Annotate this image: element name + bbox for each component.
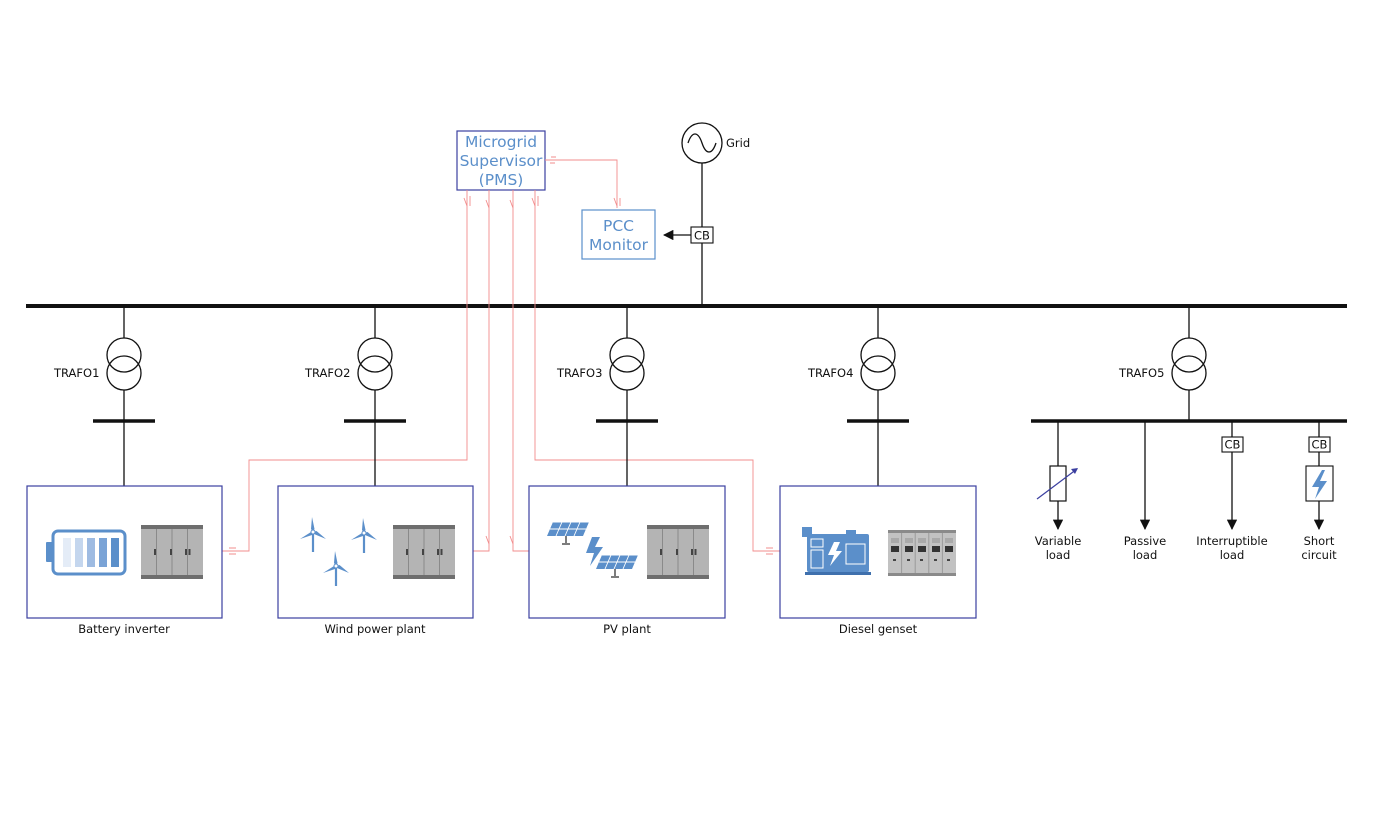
feeder-3: TRAFO3	[556, 306, 658, 486]
unit-label-battery: Battery inverter	[78, 622, 170, 636]
inverter-cabinet-icon	[646, 524, 710, 580]
interruptible-load[interactable]: CB Interruptible load	[1196, 421, 1268, 562]
feeder-1: TRAFO1	[53, 306, 155, 486]
switchgear-icon	[888, 530, 956, 576]
inverter-cabinet-icon	[392, 524, 456, 580]
load-label-variable-2: load	[1046, 548, 1071, 562]
transformer-icon	[106, 337, 142, 373]
trafo1-label: TRAFO1	[53, 366, 99, 380]
supervisor-line1: Microgrid	[465, 133, 537, 151]
unit-label-pv: PV plant	[603, 622, 651, 636]
load-label-interruptible-1: Interruptible	[1196, 534, 1267, 548]
grid-label: Grid	[726, 136, 750, 150]
short-circuit[interactable]: CB Short circuit	[1301, 421, 1337, 562]
feeder-5: TRAFO5	[1031, 306, 1347, 423]
pv-plant-unit[interactable]: PV plant	[528, 485, 726, 636]
load-label-interruptible-2: load	[1220, 548, 1245, 562]
supervisor-line2: Supervisor	[460, 152, 543, 170]
trafo4-label: TRAFO4	[807, 366, 853, 380]
supervisor-line3: (PMS)	[479, 171, 524, 189]
lightning-icon	[1312, 470, 1327, 499]
diesel-generator-icon	[802, 527, 871, 575]
battery-icon	[46, 529, 127, 576]
lightning-icon	[586, 537, 603, 566]
load-label-passive-1: Passive	[1124, 534, 1167, 548]
passive-load[interactable]: Passive load	[1124, 421, 1167, 562]
diesel-genset-unit[interactable]: Diesel genset	[779, 485, 977, 636]
grid-cb-label: CB	[694, 229, 710, 243]
battery-inverter-unit[interactable]: Battery inverter	[26, 485, 223, 636]
load-label-variable-1: Variable	[1035, 534, 1082, 548]
pcc-monitor-line1: PCC	[603, 217, 634, 235]
interruptible-cb-label: CB	[1225, 438, 1241, 452]
trafo5-label: TRAFO5	[1118, 366, 1164, 380]
transformer-icon	[357, 337, 393, 373]
feeder-2: TRAFO2	[304, 306, 406, 486]
communication-signals	[222, 156, 780, 555]
unit-label-wind: Wind power plant	[324, 622, 426, 636]
microgrid-supervisor-box[interactable]	[456, 130, 546, 191]
unit-label-diesel: Diesel genset	[839, 622, 918, 636]
trafo2-label: TRAFO2	[304, 366, 350, 380]
pcc-monitor-line2: Monitor	[589, 236, 649, 254]
pcc-monitor-box[interactable]	[581, 209, 656, 260]
variable-load[interactable]: Variable load	[1035, 421, 1082, 562]
load-label-short-1: Short	[1304, 534, 1335, 548]
transformer-icon	[1171, 337, 1207, 373]
load-label-passive-2: load	[1133, 548, 1158, 562]
feeder-4: TRAFO4	[807, 306, 909, 486]
inverter-cabinet-icon	[140, 524, 204, 580]
wind-power-plant-unit[interactable]: Wind power plant	[277, 485, 474, 636]
short-circuit-cb-label: CB	[1312, 438, 1328, 452]
load-label-short-2: circuit	[1301, 548, 1337, 562]
trafo3-label: TRAFO3	[556, 366, 602, 380]
transformer-icon	[609, 337, 645, 373]
transformer-icon	[860, 337, 896, 373]
